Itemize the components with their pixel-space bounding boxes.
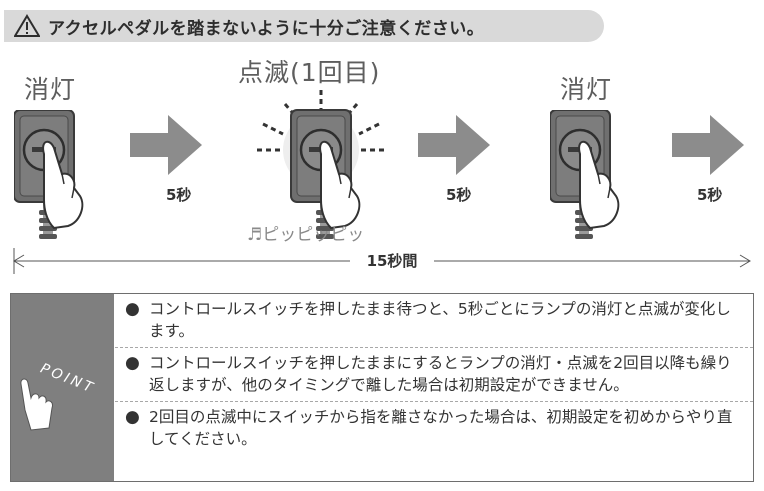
point-item: ● 2回目の点滅中にスイッチから指を離さなかった場合は、初期設定を初めからやり直… [115, 401, 753, 455]
step-label-blink: 点滅(1回目) [238, 58, 381, 87]
total-time: 15秒間 [350, 250, 434, 271]
music-note-icon: ♬ [247, 225, 263, 245]
point-item: ● コントロールスイッチを押したまま待つと、5秒ごとにランプの消灯と点滅が変化し… [115, 294, 753, 347]
beep-sound: ♬ピッピッピッ [247, 220, 364, 245]
interval-seconds: 5秒 [446, 186, 472, 204]
caution-text: アクセルペダルを踏まないように十分ご注意ください。 [48, 18, 485, 39]
point-item-text: コントロールスイッチを押したまま待つと、5秒ごとにランプの消灯と点滅が変化します… [149, 300, 731, 340]
warning-triangle-icon [14, 14, 40, 37]
pointing-hand-icon [20, 378, 53, 431]
bullet-icon: ● [125, 299, 140, 319]
control-switch-blink-icon [257, 90, 385, 241]
point-item-text: コントロールスイッチを押したままにするとランプの消灯・点滅を2回目以降も繰り返し… [149, 354, 732, 394]
point-sidebar: POINT [11, 294, 114, 481]
point-content: ● コントロールスイッチを押したまま待つと、5秒ごとにランプの消灯と点滅が変化し… [115, 294, 753, 455]
bullet-icon: ● [125, 353, 140, 373]
point-item-text: 2回目の点滅中にスイッチから指を離さなかった場合は、初期設定を初めからやり直して… [149, 408, 733, 448]
step-label-off-1: 消灯 [24, 75, 77, 104]
beep-text: ピッピッピッ [262, 225, 365, 245]
point-box: POINT ● コントロールスイッチを押したまま待つと、5秒ごとにランプの消灯と… [10, 293, 754, 482]
point-item: ● コントロールスイッチを押したままにするとランプの消灯・点滅を2回目以降も繰り… [115, 347, 753, 401]
interval-seconds: 5秒 [166, 186, 192, 204]
caution-banner: アクセルペダルを踏まないように十分ご注意ください。 [4, 10, 604, 42]
interval-seconds: 5秒 [697, 186, 723, 204]
step-label-off-2: 消灯 [560, 75, 613, 104]
bullet-icon: ● [125, 407, 140, 427]
